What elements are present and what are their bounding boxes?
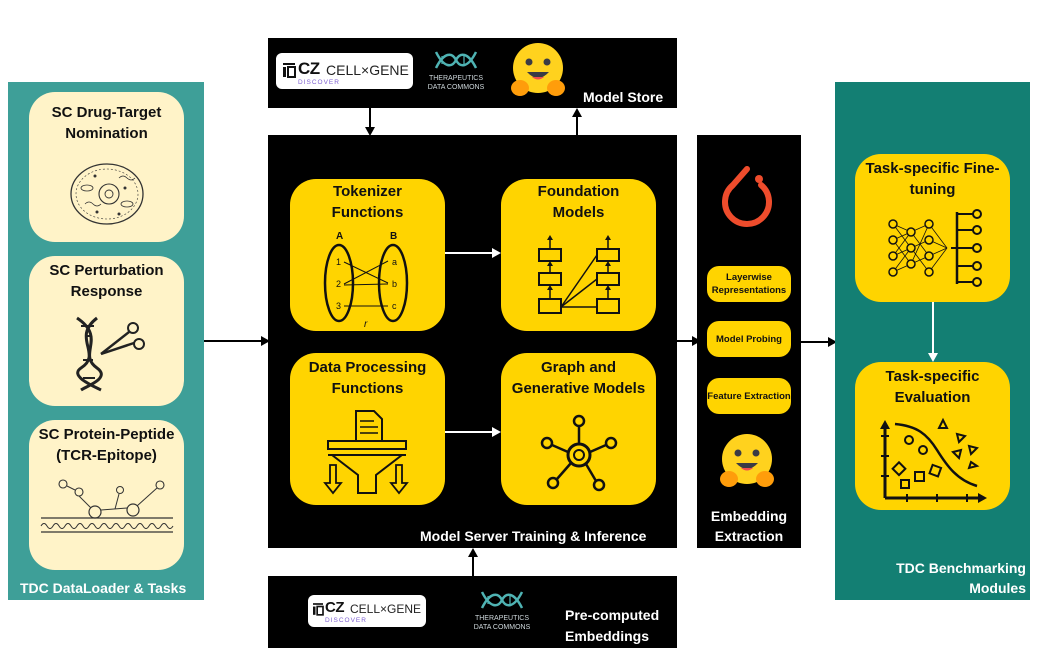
- foundation-models-box[interactable]: Foundation Models: [501, 179, 656, 331]
- membrane-receptor-icon: [40, 479, 174, 533]
- cellgene-text: CELL×GENE: [326, 62, 409, 78]
- box-line2: Evaluation: [894, 389, 971, 406]
- layerwise-representations-pill[interactable]: Layerwise Representations: [707, 266, 791, 302]
- right-panel-footer-line1: TDC Benchmarking: [896, 560, 1026, 576]
- graph-hub-icon: [540, 414, 618, 492]
- task-card-drug-target[interactable]: SC Drug-Target Nomination: [29, 92, 184, 242]
- left-panel-footer: TDC DataLoader & Tasks: [20, 580, 187, 596]
- tdc-logo[interactable]: THERAPEUTICS DATA COMMONS: [420, 44, 492, 102]
- embedding-label-line2: Extraction: [714, 528, 784, 544]
- a-item-1: 1: [336, 257, 341, 267]
- task-label: SC Drug-Target Nomination: [51, 104, 162, 142]
- dna-helix-icon: [434, 51, 478, 69]
- data-processing-box[interactable]: Data Processing Functions: [290, 353, 445, 505]
- b-item-a: a: [392, 257, 397, 267]
- task-card-perturbation[interactable]: SC Perturbation Response: [29, 256, 184, 406]
- arrow-tokenizer-to-foundation: [445, 248, 501, 258]
- set-b-label: B: [390, 231, 397, 242]
- tdc-label-top: THERAPEUTICS: [474, 615, 530, 622]
- arrow-embedding-to-benchmarking: [801, 337, 837, 347]
- graph-generative-box[interactable]: Graph and Generative Models: [501, 353, 656, 505]
- cell-icon: [70, 163, 144, 225]
- bipartite-mapping-icon: A B 1 2 3 a b c r: [323, 231, 409, 330]
- cz-text: CZ: [298, 59, 320, 78]
- box-line1: Task-specific: [885, 368, 980, 385]
- arrow-dataproc-to-graph: [445, 427, 501, 437]
- box-line2: Functions: [331, 204, 404, 221]
- discover-text: DISCOVER: [298, 79, 340, 86]
- arrow-finetune-to-eval: [928, 302, 938, 362]
- dna-scissors-icon: [76, 316, 145, 392]
- layer-stack-icon: [538, 235, 620, 314]
- evaluation-box[interactable]: Task-specific Evaluation: [855, 362, 1010, 510]
- tdc-label-top: THERAPEUTICS: [428, 75, 484, 82]
- arrow-server-to-embedding: [677, 336, 701, 346]
- a-item-3: 3: [336, 301, 341, 311]
- arrow-server-to-store: [572, 108, 582, 136]
- dna-helix-icon: [480, 591, 524, 609]
- b-item-b: b: [392, 279, 397, 289]
- model-store-label: Model Store: [583, 89, 664, 105]
- model-server-label: Model Server Training & Inference: [420, 528, 647, 544]
- a-item-2: 2: [336, 279, 341, 289]
- model-probing-pill[interactable]: Model Probing: [707, 321, 791, 357]
- feature-extraction-pill[interactable]: Feature Extraction: [707, 378, 791, 414]
- arrow-store-to-server: [365, 108, 375, 136]
- embedding-panel: Layerwise Representations Model Probing …: [697, 135, 801, 548]
- czcellxgene-logo[interactable]: CZ CELL×GENE DISCOVER: [308, 595, 426, 627]
- embedding-label-line1: Embedding: [710, 508, 788, 524]
- neural-network-icon: [888, 209, 982, 287]
- right-panel: Task-specific Fine- tuning: [835, 82, 1030, 600]
- model-server-panel: Tokenizer Functions A B 1 2 3 a b c r Fo…: [268, 135, 677, 548]
- arrow-precomputed-to-server: [468, 548, 478, 576]
- b-item-c: c: [392, 301, 397, 311]
- task-label: SC Perturbation Response: [49, 262, 164, 300]
- funnel-icon: [323, 410, 409, 495]
- box-line1: Foundation: [537, 183, 620, 200]
- tdc-label-bottom: DATA COMMONS: [427, 84, 485, 91]
- box-line2: Generative Models: [511, 380, 646, 397]
- box-line1: Data Processing: [308, 359, 427, 376]
- huggingface-icon: [511, 43, 565, 96]
- huggingface-icon: [720, 434, 774, 487]
- task-card-tcr-epitope[interactable]: SC Protein-Peptide (TCR-Epitope): [29, 420, 184, 570]
- pytorch-icon: [722, 166, 772, 227]
- box-line2: Models: [552, 204, 605, 221]
- set-a-label: A: [336, 231, 343, 242]
- cz-mark-icon: [313, 603, 324, 616]
- arrow-dataloader-to-server: [204, 336, 270, 346]
- box-line2: Functions: [331, 380, 404, 397]
- relation-label: r: [364, 319, 368, 330]
- model-store-panel: CZ CELL×GENE DISCOVER THERAPEUTICS DATA …: [268, 38, 677, 108]
- tokenizer-functions-box[interactable]: Tokenizer Functions A B 1 2 3 a b c r: [290, 179, 445, 331]
- discover-text: DISCOVER: [325, 617, 367, 624]
- scatter-classifier-icon: [880, 417, 987, 503]
- czcellxgene-logo[interactable]: CZ CELL×GENE DISCOVER: [276, 53, 413, 89]
- left-panel: SC Drug-Target Nomination SC Perturbatio…: [8, 82, 204, 600]
- task-label: SC Protein-Peptide (TCR-Epitope): [38, 426, 175, 464]
- cz-text: CZ: [325, 599, 345, 616]
- box-line1: Task-specific Fine-: [865, 160, 1000, 177]
- box-line2: tuning: [909, 181, 956, 198]
- fine-tuning-box[interactable]: Task-specific Fine- tuning: [855, 154, 1010, 302]
- tdc-logo[interactable]: THERAPEUTICS DATA COMMONS: [466, 584, 538, 642]
- precomputed-panel: CZ CELL×GENE DISCOVER THERAPEUTICS DATA …: [268, 576, 677, 648]
- right-panel-footer-line2: Modules: [969, 580, 1026, 596]
- cellgene-text: CELL×GENE: [350, 602, 422, 616]
- tdc-label-bottom: DATA COMMONS: [473, 624, 531, 631]
- cz-mark-icon: [283, 63, 296, 78]
- box-line1: Graph and: [540, 359, 616, 376]
- precomputed-label-line1: Pre-computed: [565, 607, 660, 623]
- box-line1: Tokenizer: [333, 183, 402, 200]
- precomputed-label-line2: Embeddings: [565, 628, 650, 644]
